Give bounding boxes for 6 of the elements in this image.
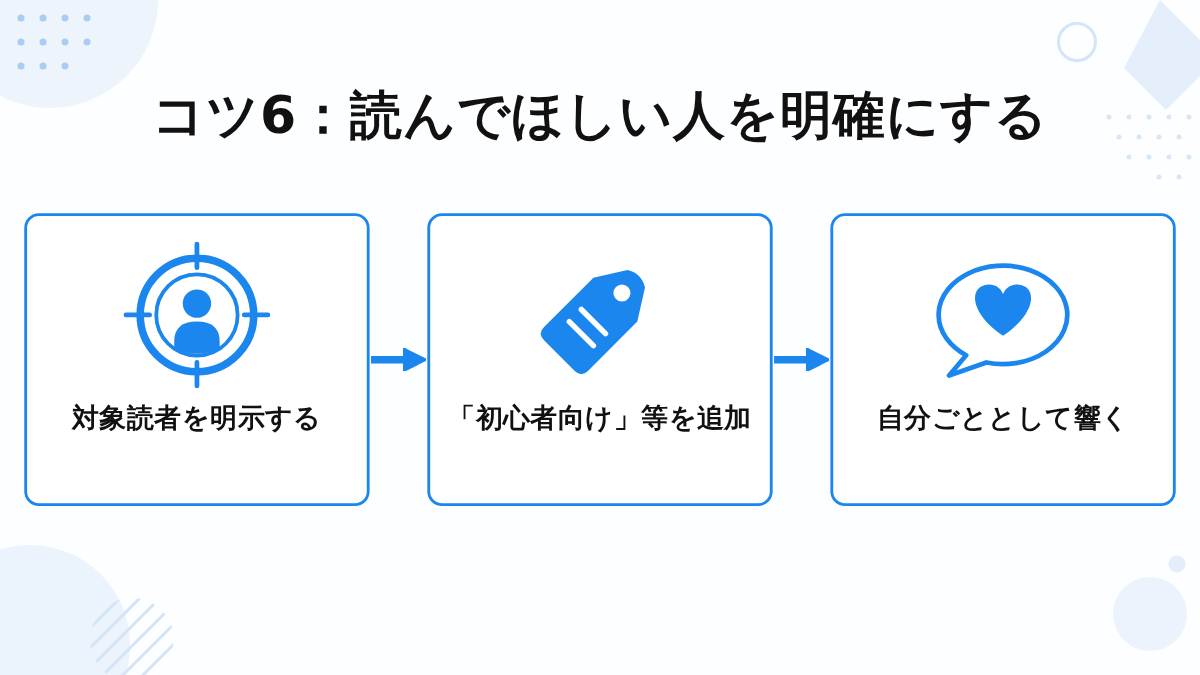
arrow <box>368 347 428 373</box>
step-text: 「初心者向け」等を追加 <box>447 399 753 436</box>
diagram-title: コツ6：読んでほしい人を明確にする <box>151 84 1049 147</box>
step-text: 自分ごととして響く <box>875 399 1131 436</box>
arrow <box>771 347 831 373</box>
step-text: 対象読者を明示する <box>70 399 323 436</box>
